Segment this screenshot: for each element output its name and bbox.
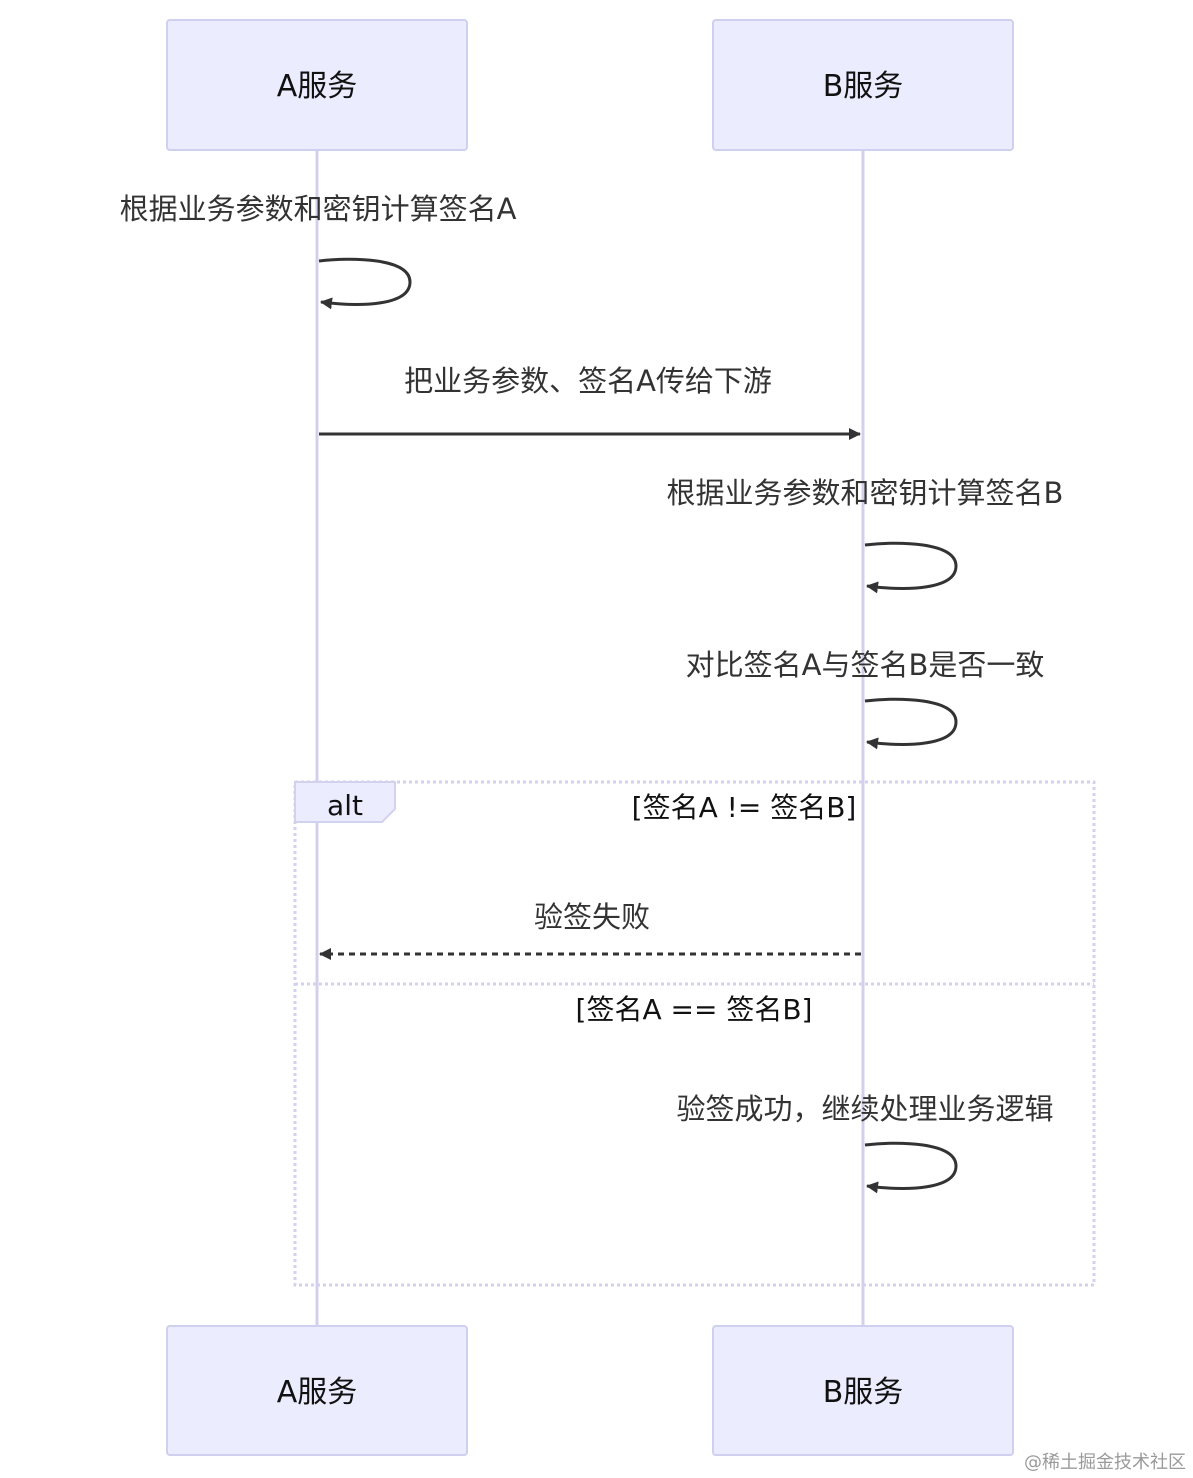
alt-frame-tab [294, 781, 396, 823]
message-5-label: 验签失败 [534, 900, 650, 934]
actor-b-bottom-label: B服务 [823, 1375, 904, 1410]
actor-b-bottom: B服务 [712, 1325, 1014, 1456]
alt-condition-2: [签名A == 签名B] [576, 993, 813, 1026]
message-2-label: 把业务参数、签名A传给下游 [404, 364, 772, 398]
message-4-self-arrow [864, 697, 958, 750]
message-3-label: 根据业务参数和密钥计算签名B [667, 476, 1064, 510]
message-3-self-arrow [864, 541, 958, 594]
message-1-self-arrow [318, 257, 412, 310]
alt-condition-1: [签名A != 签名B] [632, 791, 857, 824]
actor-a-top: A服务 [166, 19, 468, 151]
message-1-label: 根据业务参数和密钥计算签名A [120, 192, 517, 226]
watermark-text: @稀土掘金技术社区 [1024, 1452, 1186, 1473]
message-6-label: 验签成功，继续处理业务逻辑 [676, 1092, 1053, 1126]
actor-a-bottom: A服务 [166, 1325, 468, 1456]
actor-a-bottom-label: A服务 [277, 1375, 358, 1410]
actor-a-top-label: A服务 [277, 69, 358, 104]
actor-b-top-label: B服务 [823, 69, 904, 104]
message-4-label: 对比签名A与签名B是否一致 [686, 648, 1045, 682]
message-6-self-arrow [864, 1141, 958, 1194]
actor-b-top: B服务 [712, 19, 1014, 151]
alt-keyword: alt [327, 789, 363, 822]
alt-frame: alt [签名A != 签名B] [签名A == 签名B] [293, 780, 1096, 1287]
